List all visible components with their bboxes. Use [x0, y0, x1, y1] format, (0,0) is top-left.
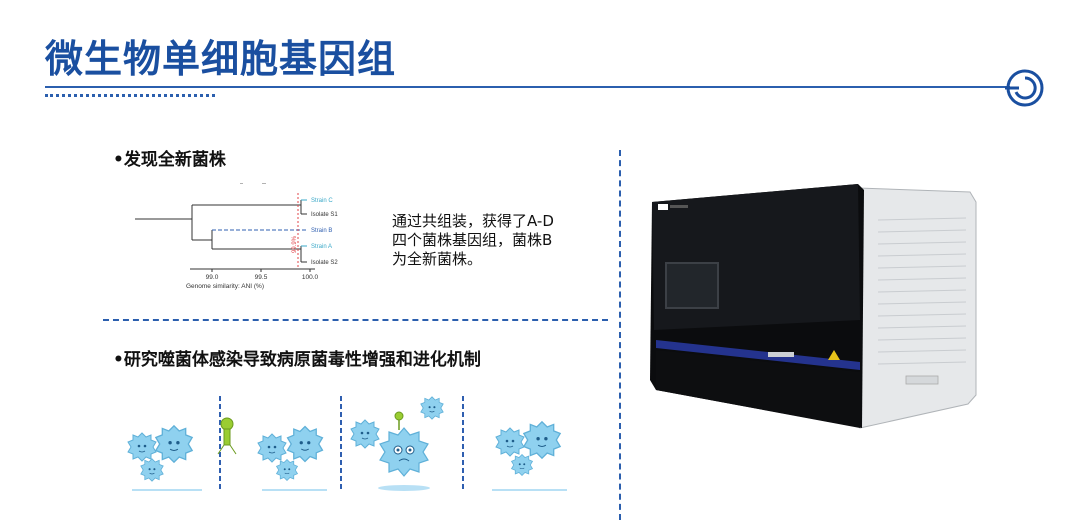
- section-heading-phage-infection: •研究噬菌体感染导致病原菌毒性增强和进化机制: [113, 350, 481, 370]
- threshold-label: 99.9%: [292, 235, 298, 253]
- leaf-label-strain-c: Strain C: [311, 198, 333, 204]
- tick-label: 100.0: [302, 274, 319, 281]
- panel-2-bacteria: [257, 425, 327, 491]
- description-line: 通过共组装，获得了A-D: [392, 212, 554, 230]
- panel-1-bacteria: [127, 425, 202, 491]
- tree-branches: [135, 200, 307, 263]
- tree-x-axis-label: Genome similarity: ANI (%): [186, 283, 264, 290]
- leaf-label-strain-b: Strain B: [311, 228, 332, 234]
- phage-icon: [217, 417, 237, 455]
- title-underline: [45, 86, 1010, 88]
- panel-3-bacteria: [350, 396, 444, 491]
- horizontal-divider: [103, 319, 608, 321]
- vertical-divider: [619, 150, 621, 520]
- tick-label: 99.5: [255, 274, 268, 281]
- phage-infection-illustration: [127, 396, 567, 492]
- leaf-label-isolate-s2: Isolate S2: [311, 260, 338, 266]
- page-title: 微生物单细胞基因组: [45, 37, 397, 81]
- tick-label: 99.0: [206, 274, 219, 281]
- panel-4-bacteria: [492, 421, 567, 491]
- description-line: 为全新菌株。: [392, 250, 483, 268]
- title-dotted-accent: [45, 94, 215, 97]
- sequencer-instrument-image: [650, 184, 977, 429]
- strain-description: 通过共组装，获得了A-D 四个菌株基因组，菌株B 为全新菌株。: [392, 212, 554, 269]
- leaf-label-isolate-s1: Isolate S1: [311, 212, 338, 218]
- phylogenetic-tree: 99.9% Strain C Isolate S1 Strain B Strai…: [135, 183, 338, 290]
- description-line: 四个菌株基因组，菌株B: [392, 231, 553, 249]
- leaf-label-strain-a: Strain A: [311, 244, 332, 250]
- ring-icon: [1005, 69, 1044, 107]
- section-heading-new-strain: •发现全新菌株: [113, 150, 226, 170]
